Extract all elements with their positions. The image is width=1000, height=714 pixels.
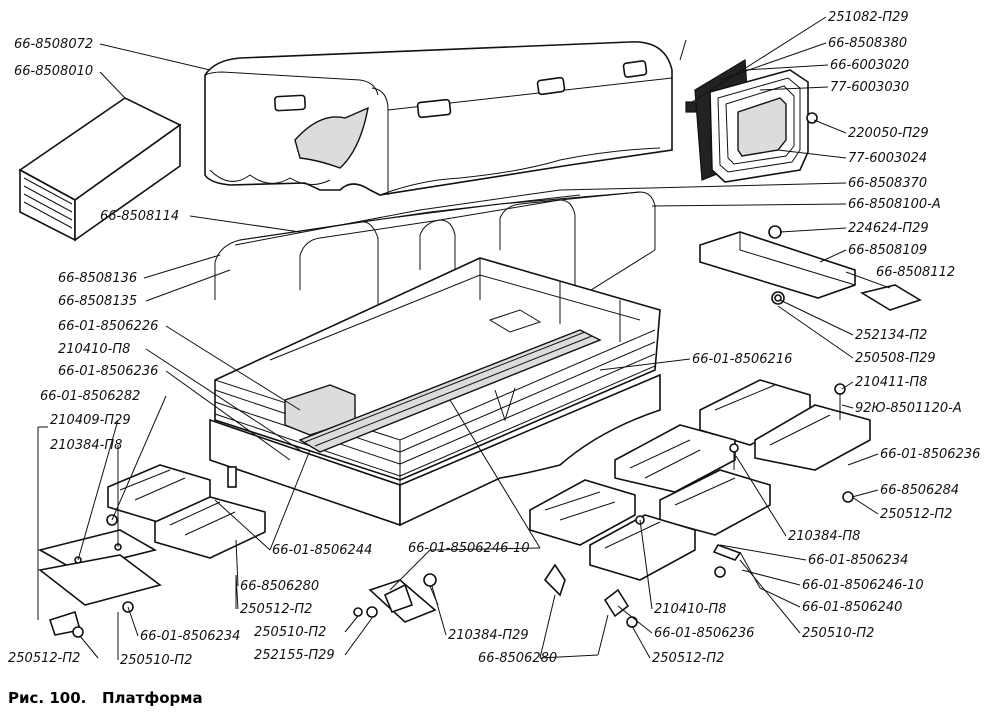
label-66-8508136: 66-8508136 bbox=[58, 271, 137, 286]
label-66-8508072: 66-8508072 bbox=[14, 37, 93, 52]
label-66-8506280-left: 66-8506280 bbox=[240, 579, 319, 594]
label-66-8508109: 66-8508109 bbox=[848, 243, 927, 258]
label-250512-p2-centre-left: 250512-П2 bbox=[240, 602, 312, 617]
figure-title: Платформа bbox=[102, 689, 203, 707]
label-252134-p2: 252134-П2 bbox=[855, 328, 927, 343]
platform-body bbox=[209, 257, 661, 527]
label-66-8508010: 66-8508010 bbox=[14, 64, 93, 79]
label-66-01-8506226: 66-01-8506226 bbox=[58, 319, 158, 334]
wood-blocks-left bbox=[37, 464, 266, 638]
wood-blocks-right bbox=[529, 379, 871, 581]
hardware-right bbox=[543, 383, 854, 628]
label-77-6003024: 77-6003024 bbox=[848, 151, 927, 166]
label-66-8508114: 66-8508114 bbox=[100, 209, 179, 224]
label-210384-p8-right: 210384-П8 bbox=[788, 529, 860, 544]
label-66-01-8506282: 66-01-8506282 bbox=[40, 389, 140, 404]
label-66-01-8506216: 66-01-8506216 bbox=[692, 352, 792, 367]
label-210410-p8-upper: 210410-П8 bbox=[58, 342, 130, 357]
leader-lines bbox=[37, 16, 891, 660]
label-66-8506284: 66-8506284 bbox=[880, 483, 959, 498]
label-250510-p2-right: 250510-П2 bbox=[802, 626, 874, 641]
label-66-01-8506240: 66-01-8506240 bbox=[802, 600, 902, 615]
label-210410-p8-lower: 210410-П8 bbox=[654, 602, 726, 617]
label-210409-p29: 210409-П29 bbox=[50, 413, 131, 428]
rear-window-assembly bbox=[679, 39, 818, 183]
rear-bracket bbox=[699, 225, 922, 311]
figure-number: Рис. 100. bbox=[8, 689, 86, 707]
label-66-8508380: 66-8508380 bbox=[828, 36, 907, 51]
label-66-8508135: 66-8508135 bbox=[58, 294, 137, 309]
label-250512-p2-left: 250512-П2 bbox=[8, 651, 80, 666]
label-92yu-8501120-a: 92Ю-8501120-А bbox=[855, 401, 962, 416]
label-66-01-8506236-lower: 66-01-8506236 bbox=[654, 626, 754, 641]
label-220050-p29: 220050-П29 bbox=[848, 126, 929, 141]
insulation-block bbox=[18, 97, 182, 242]
label-210384-p29: 210384-П29 bbox=[448, 628, 529, 643]
label-250508-p29: 250508-П29 bbox=[855, 351, 936, 366]
clamp-assembly bbox=[353, 573, 439, 623]
label-210411-p8: 210411-П8 bbox=[855, 375, 927, 390]
label-66-8506280-lower: 66-8506280 bbox=[478, 651, 557, 666]
tent-cover bbox=[204, 41, 673, 196]
label-66-01-8506236-right: 66-01-8506236 bbox=[880, 447, 980, 462]
label-250510-p2-left: 250510-П2 bbox=[120, 653, 192, 668]
label-224624-p29: 224624-П29 bbox=[848, 221, 929, 236]
label-66-8508112: 66-8508112 bbox=[876, 265, 955, 280]
label-251082-p29: 251082-П29 bbox=[828, 10, 909, 25]
label-66-01-8506246-10-right: 66-01-8506246-10 bbox=[802, 578, 924, 593]
label-66-01-8506246-10-centre: 66-01-8506246-10 bbox=[408, 541, 530, 556]
label-77-6003030: 77-6003030 bbox=[830, 80, 909, 95]
label-252155-p29: 252155-П29 bbox=[254, 648, 335, 663]
label-250512-p2-right: 250512-П2 bbox=[880, 507, 952, 522]
label-210384-p8-left: 210384-П8 bbox=[50, 438, 122, 453]
label-66-8508370: 66-8508370 bbox=[848, 176, 927, 191]
label-66-8508100-a: 66-8508100-А bbox=[848, 197, 941, 212]
label-66-01-8506234-right: 66-01-8506234 bbox=[808, 553, 908, 568]
label-250510-p2-centre: 250510-П2 bbox=[254, 625, 326, 640]
label-250512-p2-lower: 250512-П2 bbox=[652, 651, 724, 666]
label-66-01-8506236-upper: 66-01-8506236 bbox=[58, 364, 158, 379]
label-66-01-8506244: 66-01-8506244 bbox=[272, 543, 372, 558]
label-66-01-8506234-left: 66-01-8506234 bbox=[140, 629, 240, 644]
label-66-6003020: 66-6003020 bbox=[830, 58, 909, 73]
